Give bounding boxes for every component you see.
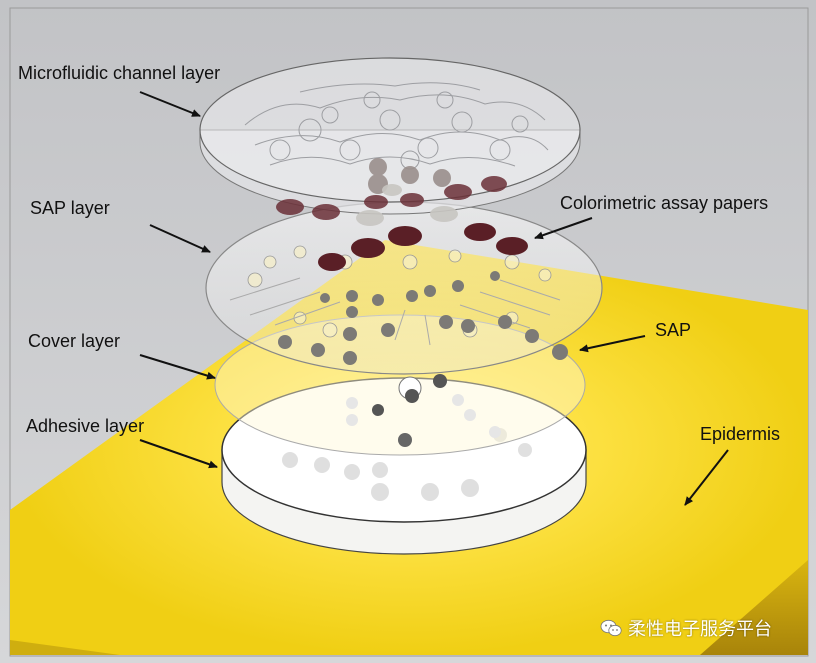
adhesive-layer-arrow	[139, 439, 218, 469]
watermark-text: 柔性电子服务平台	[628, 619, 772, 640]
label-sap: SAP	[655, 320, 692, 340]
microfluidic-channel-layer-disc	[199, 57, 581, 226]
sap-layer-disc	[205, 201, 603, 375]
label-colorimetric-assay-papers: Colorimetric assay papers	[560, 193, 769, 213]
wechat-icon	[600, 619, 622, 637]
microfluidic-arrow	[139, 91, 201, 117]
label-microfluidic-channel-layer: Microfluidic channel layer	[18, 63, 221, 83]
label-adhesive-layer: Adhesive layer	[26, 416, 145, 436]
cover-layer-arrow	[139, 354, 216, 380]
sap-layer-arrow	[149, 224, 211, 253]
label-epidermis: Epidermis	[700, 424, 781, 444]
watermark: 柔性电子服务平台	[600, 615, 772, 641]
label-cover-layer: Cover layer	[28, 331, 121, 351]
label-sap-layer: SAP layer	[30, 198, 110, 218]
epidermis-arrow	[684, 449, 729, 506]
colorimetric-arrow	[534, 217, 593, 240]
sap-arrow	[579, 335, 646, 353]
adhesive-layer-disc	[221, 377, 587, 555]
